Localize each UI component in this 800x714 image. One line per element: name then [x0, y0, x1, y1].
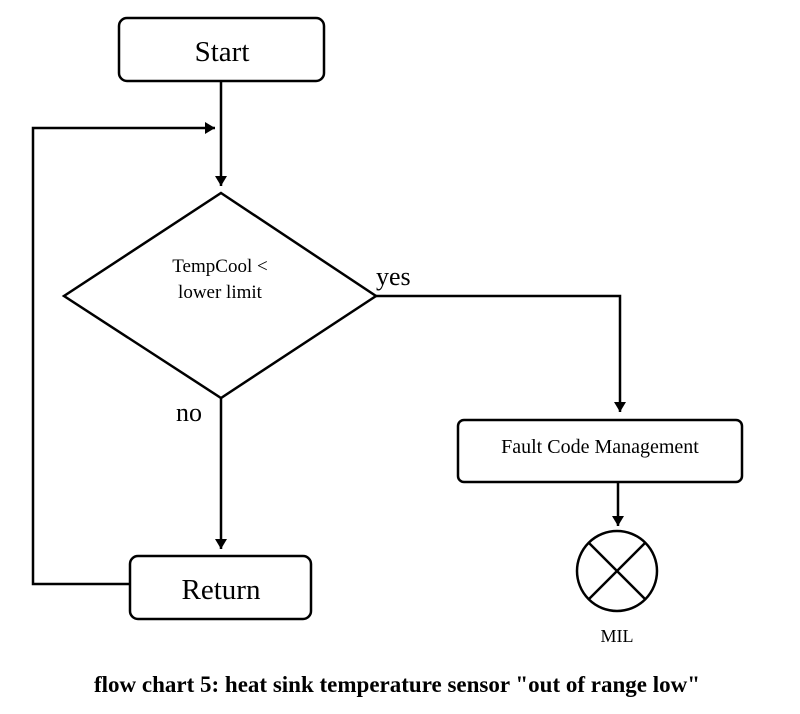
decision-label-line2: lower limit — [178, 282, 263, 303]
loop-back-line — [31, 122, 215, 586]
fault-code-label: Fault Code Management — [501, 436, 699, 458]
mil-label: MIL — [601, 626, 634, 646]
figure-caption: flow chart 5: heat sink temperature sens… — [94, 672, 700, 697]
fault-code-node — [456, 418, 744, 484]
decision-label-line1: TempCool < — [172, 256, 267, 277]
return-node — [128, 554, 313, 621]
no-label: no — [176, 398, 202, 427]
yes-label: yes — [376, 262, 411, 291]
return-label: Return — [182, 574, 261, 606]
yes-branch-line — [376, 294, 626, 412]
mil-lamp-icon — [575, 529, 659, 613]
start-label: Start — [195, 36, 250, 68]
